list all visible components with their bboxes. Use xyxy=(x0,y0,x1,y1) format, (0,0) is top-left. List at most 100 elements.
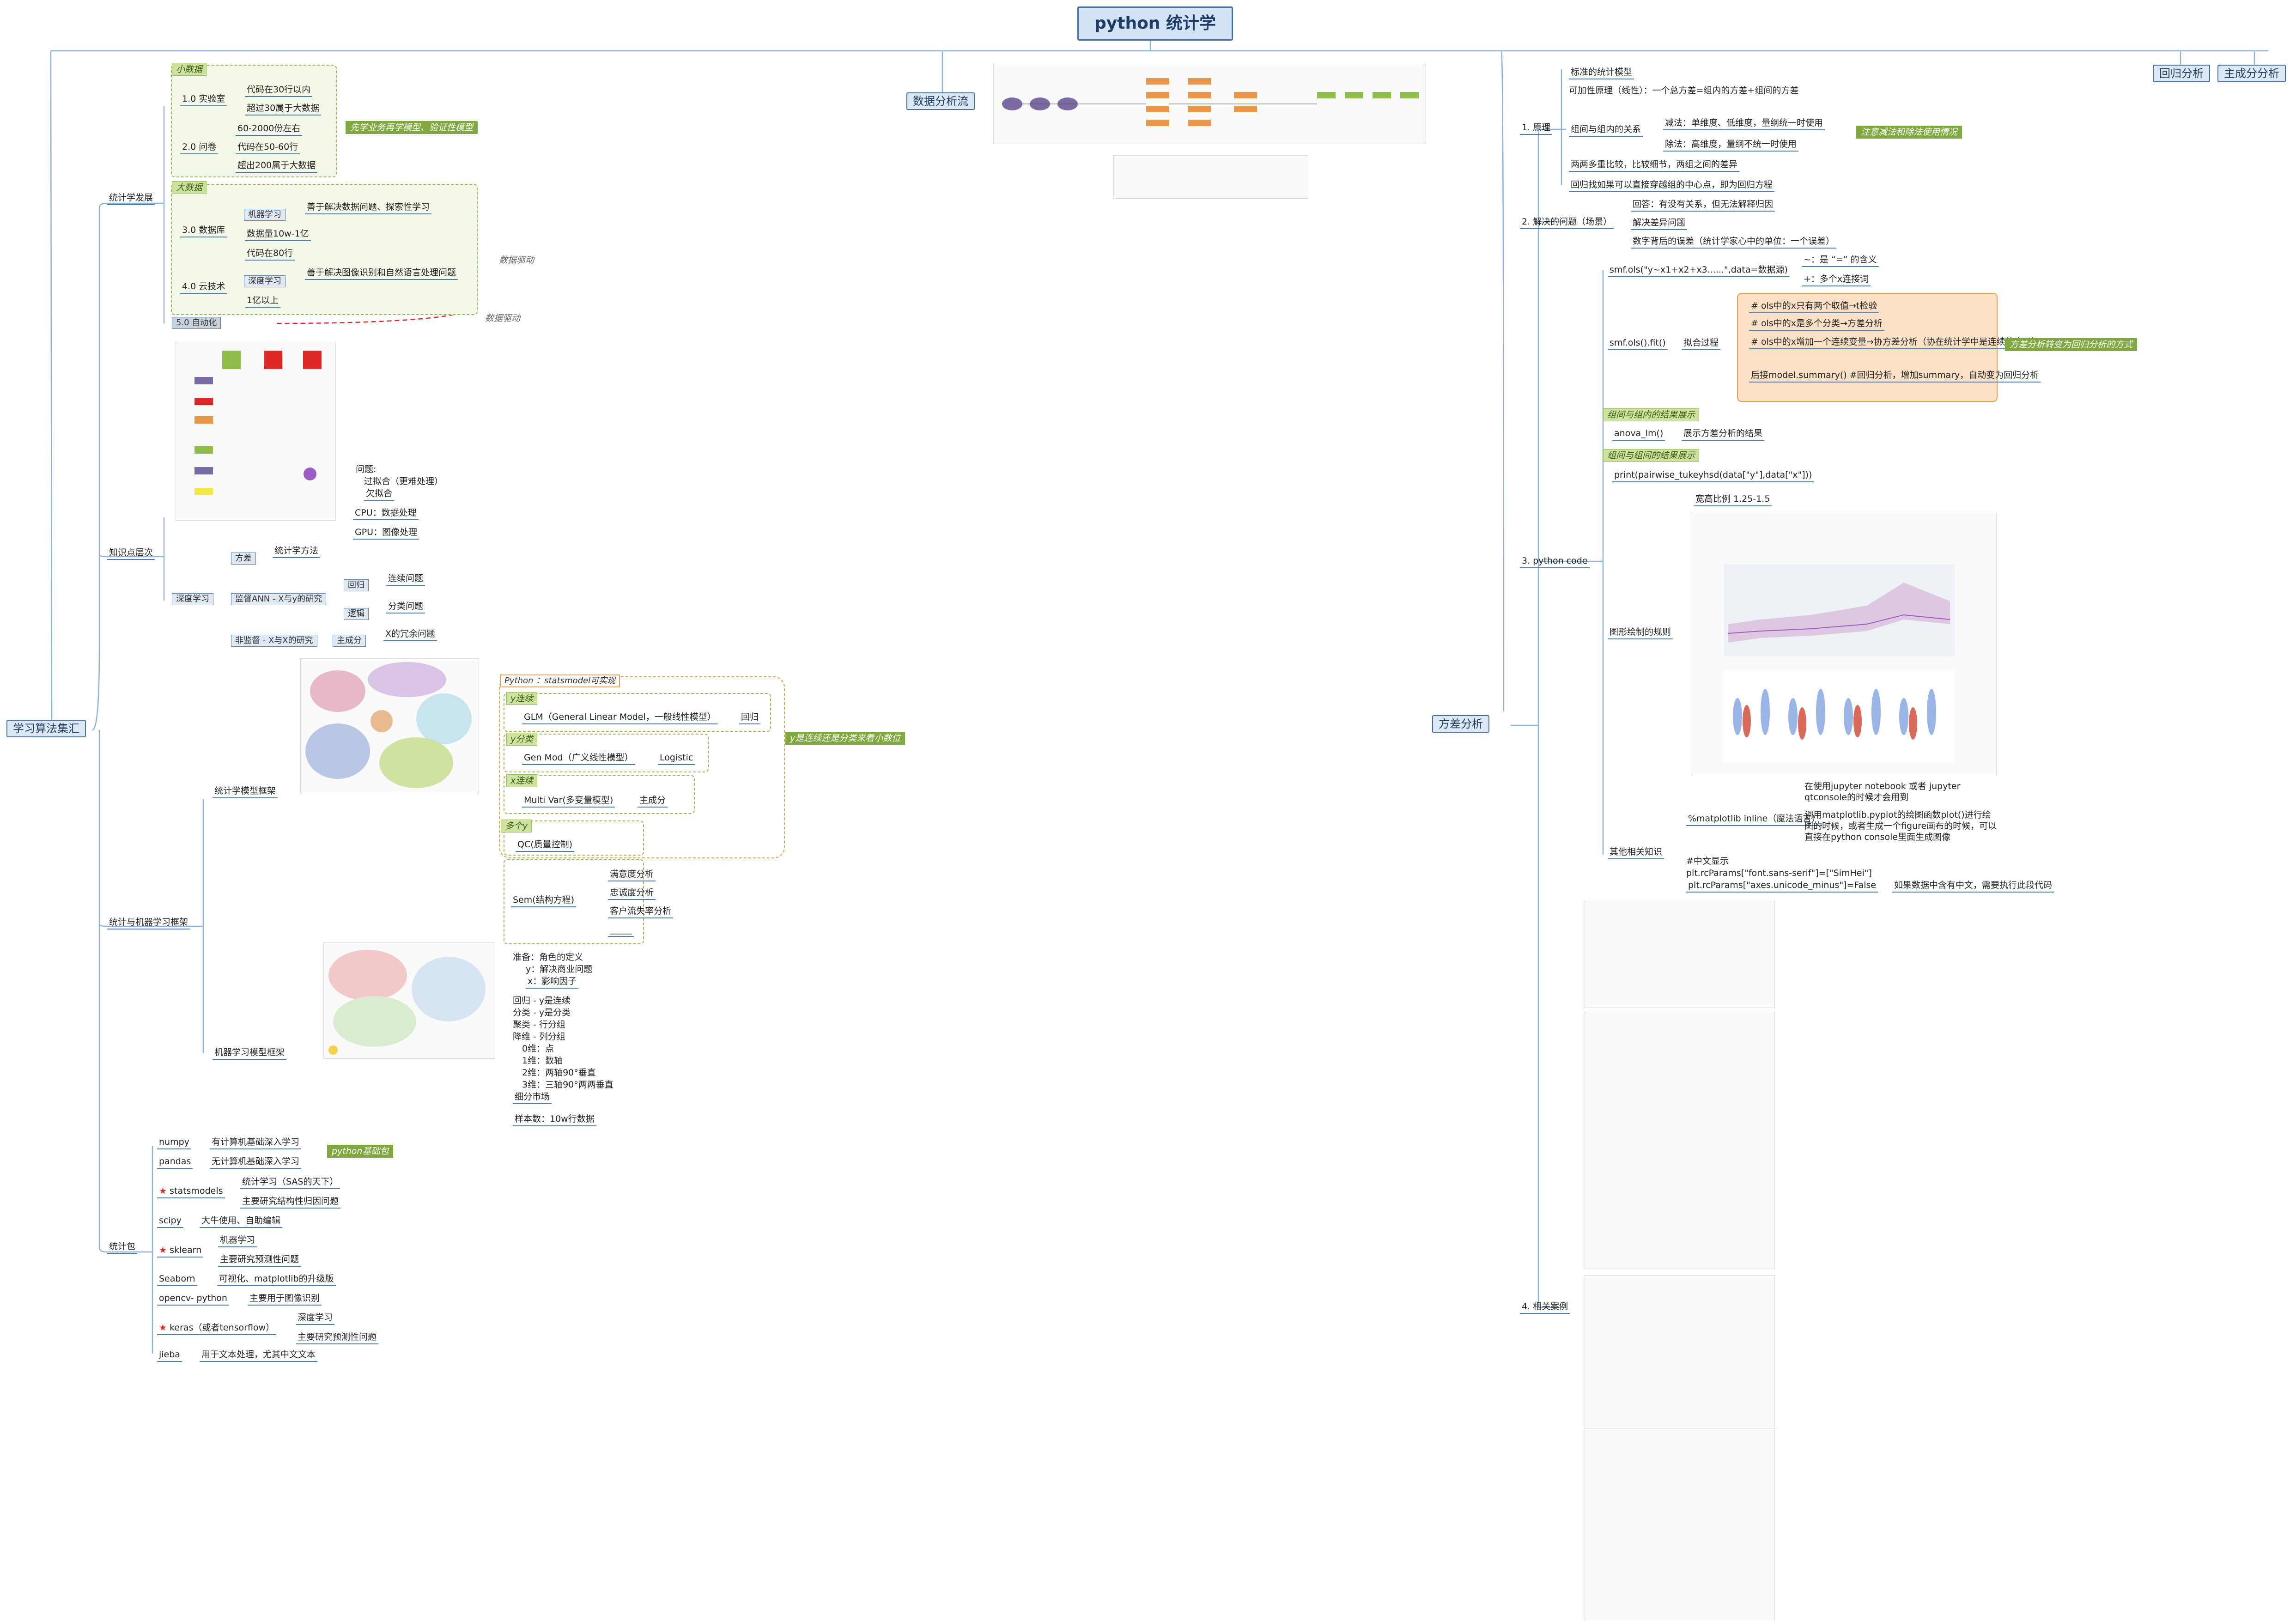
survey-item-2[interactable]: 代码在50-60行 xyxy=(236,141,300,154)
unsupervised-tag[interactable]: 非监督 - X与X的研究 xyxy=(231,635,317,647)
task-segmentation[interactable]: 细分市场 xyxy=(513,1091,552,1104)
anova-principle[interactable]: 1. 原理 xyxy=(1520,122,1553,135)
magic-note-2[interactable]: 调用matplotlib.pyplot的绘图函数plot()进行绘图的时候，或者… xyxy=(1804,810,1997,842)
branch-learning-collection[interactable]: 学习算法集汇 xyxy=(6,720,86,737)
summary-stat-ml[interactable]: y是连续还是分类来看小数位 xyxy=(785,732,905,745)
task-classification[interactable]: 分类 - y是分类 xyxy=(513,1008,571,1018)
principle-1[interactable]: 标准的统计模型 xyxy=(1569,67,1634,79)
pkg-statsmodels-desc1[interactable]: 统计学习（SAS的天下） xyxy=(240,1176,340,1189)
survey-item-1[interactable]: 60-2000份左右 xyxy=(236,123,303,136)
problems-title[interactable]: 问题: xyxy=(356,464,377,474)
pkg-jieba[interactable]: jieba xyxy=(157,1349,182,1362)
code-ols-tilde[interactable]: ~：是 “=” 的含义 xyxy=(1802,254,1879,267)
task-0d[interactable]: 0维：点 xyxy=(522,1044,554,1054)
fit-detail-4[interactable]: 后接model.summary() #回归分析，增加summary，自动变为回归… xyxy=(1749,370,2041,383)
code-fit[interactable]: smf.ols().fit() xyxy=(1608,337,1668,350)
supervised-tag[interactable]: 监督ANN - X与y的研究 xyxy=(231,593,327,605)
sem-item-4[interactable]: _____ xyxy=(608,924,634,937)
branch-regression[interactable]: 回归分析 xyxy=(2153,65,2210,82)
node-genmod[interactable]: Gen Mod（广义线性模型） xyxy=(522,752,635,765)
summary-fit[interactable]: 方差分析转变为回归分析的方式 xyxy=(2005,338,2138,351)
code-ols[interactable]: smf.ols("y~x1+x2+x3......",data=数据源) xyxy=(1608,264,1790,277)
dl-tag[interactable]: 深度学习 xyxy=(244,275,285,287)
node-sem[interactable]: Sem(结构方程) xyxy=(511,894,577,907)
principle-4[interactable]: 两两多重比较，比较细节，两组之间的差异 xyxy=(1569,159,1740,172)
classification-problem[interactable]: 分类问题 xyxy=(386,601,425,614)
anova-solve[interactable]: 2. 解决的问题（场景） xyxy=(1520,216,1614,229)
pkg-sklearn-desc1[interactable]: 机器学习 xyxy=(218,1234,257,1247)
cn-display-1[interactable]: #中文显示 xyxy=(1686,856,1729,866)
pkg-keras[interactable]: ★ keras（或者tensorflow） xyxy=(157,1322,277,1335)
pkg-opencv[interactable]: opencv- python xyxy=(157,1293,229,1306)
node-survey[interactable]: 2.0 问卷 xyxy=(180,141,219,154)
cn-display-3[interactable]: plt.rcParams["axes.unicode_minus"]=False xyxy=(1686,880,1878,893)
prep-y[interactable]: y：解决商业问题 xyxy=(526,964,593,974)
logic-tag[interactable]: 逻辑 xyxy=(344,608,369,620)
gpu-item[interactable]: GPU：图像处理 xyxy=(353,527,419,540)
principle-3a[interactable]: 减法：单维度、低维度，量纲统一时使用 xyxy=(1663,117,1825,130)
node-db[interactable]: 3.0 数据库 xyxy=(180,225,227,237)
pkg-opencv-desc[interactable]: 主要用于图像识别 xyxy=(248,1293,322,1306)
lab-item-2[interactable]: 超过30属于大数据 xyxy=(245,103,322,115)
cn-display-2[interactable]: plt.rcParams["font.sans-serif"]=["SimHei… xyxy=(1686,868,1872,878)
principle-3[interactable]: 组间与组内的关系 xyxy=(1569,124,1643,137)
plot-rule[interactable]: 图形绘制的规则 xyxy=(1608,626,1673,639)
task-2d[interactable]: 2维：两轴90°垂直 xyxy=(522,1068,596,1078)
ratio-note[interactable]: 宽高比例 1.25-1.5 xyxy=(1694,493,1772,506)
lab-item-1[interactable]: 代码在30行以内 xyxy=(245,84,313,97)
code-anova-lm[interactable]: anova_lm() xyxy=(1612,428,1665,441)
pkg-keras-desc2[interactable]: 主要研究预测性问题 xyxy=(296,1331,379,1344)
fit-detail-2[interactable]: # ols中的x是多个分类→方差分析 xyxy=(1749,318,1884,331)
prep-x[interactable]: x：影响因子 xyxy=(526,976,579,989)
principle-2[interactable]: 可加性原理（线性）：一个总方差=组内的方差+组间的方差 xyxy=(1569,85,1799,96)
problem-underfit[interactable]: 欠拟合 xyxy=(364,488,395,501)
stat-method[interactable]: 统计学方法 xyxy=(273,545,321,558)
branch-data-flow[interactable]: 数据分析流 xyxy=(906,92,975,110)
pkg-seaborn[interactable]: Seaborn xyxy=(157,1273,197,1286)
pkg-numpy[interactable]: numpy xyxy=(157,1136,191,1149)
fit-detail-3[interactable]: # ols中的x增加一个连续变量→协方差分析（协在统计学中是连续的意思） xyxy=(1749,336,2042,349)
regression-tag[interactable]: 回归 xyxy=(344,579,369,591)
pkg-sklearn-desc2[interactable]: 主要研究预测性问题 xyxy=(218,1254,301,1267)
ml-model-framework[interactable]: 机器学习模型框架 xyxy=(213,1047,287,1060)
magic-inline[interactable]: %matplotlib inline（魔法语言） xyxy=(1686,813,1822,826)
prep-title[interactable]: 准备：角色的定义 xyxy=(513,952,583,962)
task-1d[interactable]: 1维：数轴 xyxy=(522,1056,563,1066)
task-3d[interactable]: 3维：三轴90°两两垂直 xyxy=(522,1080,613,1090)
root-topic[interactable]: python 统计学 xyxy=(1077,6,1233,41)
solve-2[interactable]: 解决差异问题 xyxy=(1631,217,1688,230)
task-dim-reduction[interactable]: 降维 - 列分组 xyxy=(513,1032,565,1042)
stat-model-framework[interactable]: 统计学模型框架 xyxy=(213,785,278,798)
cloud-item-1[interactable]: 1亿以上 xyxy=(245,295,281,308)
task-regression[interactable]: 回归 - y是连续 xyxy=(513,996,571,1006)
code-anova-lm-desc[interactable]: 展示方差分析的结果 xyxy=(1682,428,1765,441)
db-item-1[interactable]: 数据量10w-1亿 xyxy=(245,228,311,241)
pkg-numpy-desc[interactable]: 有计算机基础深入学习 xyxy=(210,1136,302,1149)
summary-small-data[interactable]: 先学业务再学模型、验证性模型 xyxy=(346,121,478,134)
dl-note[interactable]: 善于解决图像识别和自然语言处理问题 xyxy=(305,267,458,280)
branch-anova[interactable]: 方差分析 xyxy=(1432,715,1489,733)
db-item-2[interactable]: 代码在80行 xyxy=(245,248,295,261)
task-clustering[interactable]: 聚类 - 行分组 xyxy=(513,1020,565,1030)
pkg-sklearn[interactable]: ★ sklearn xyxy=(157,1245,204,1258)
pkg-keras-desc1[interactable]: 深度学习 xyxy=(296,1312,335,1325)
continuous-problem[interactable]: 连续问题 xyxy=(386,573,425,586)
node-lab[interactable]: 1.0 实验室 xyxy=(180,93,227,106)
other-knowledge[interactable]: 其他相关知识 xyxy=(1608,846,1664,859)
pkg-statsmodels[interactable]: ★ statsmodels xyxy=(157,1185,225,1198)
pkg-scipy-desc[interactable]: 大牛使用、自助编辑 xyxy=(200,1215,283,1228)
anova-cases[interactable]: 4. 相关案例 xyxy=(1520,1301,1570,1314)
python-statsmodel-tag[interactable]: Python ：statsmodel可实现 xyxy=(500,674,620,687)
pkg-jieba-desc[interactable]: 用于文本处理，尤其中文文本 xyxy=(200,1349,318,1362)
code-fit-process[interactable]: 拟合过程 xyxy=(1682,337,1721,350)
problem-overfit[interactable]: 过拟合（更难处理） xyxy=(364,476,443,486)
sample-size[interactable]: 样本数：10w行数据 xyxy=(513,1113,596,1126)
solve-3[interactable]: 数字背后的误差（统计学家心中的单位：一个误差） xyxy=(1631,236,1837,249)
stat-ml-label[interactable]: 统计与机器学习框架 xyxy=(107,917,190,929)
ml-note[interactable]: 善于解决数据问题、探索性学习 xyxy=(305,201,432,214)
principle-3b[interactable]: 除法：高维度，量纲不统一时使用 xyxy=(1663,139,1799,152)
packages-label[interactable]: 统计包 xyxy=(107,1241,138,1254)
stat-dev-label[interactable]: 统计学发展 xyxy=(107,192,155,205)
node-glm-regression[interactable]: 回归 xyxy=(739,711,761,724)
node-qc[interactable]: QC(质量控制) xyxy=(516,839,575,852)
